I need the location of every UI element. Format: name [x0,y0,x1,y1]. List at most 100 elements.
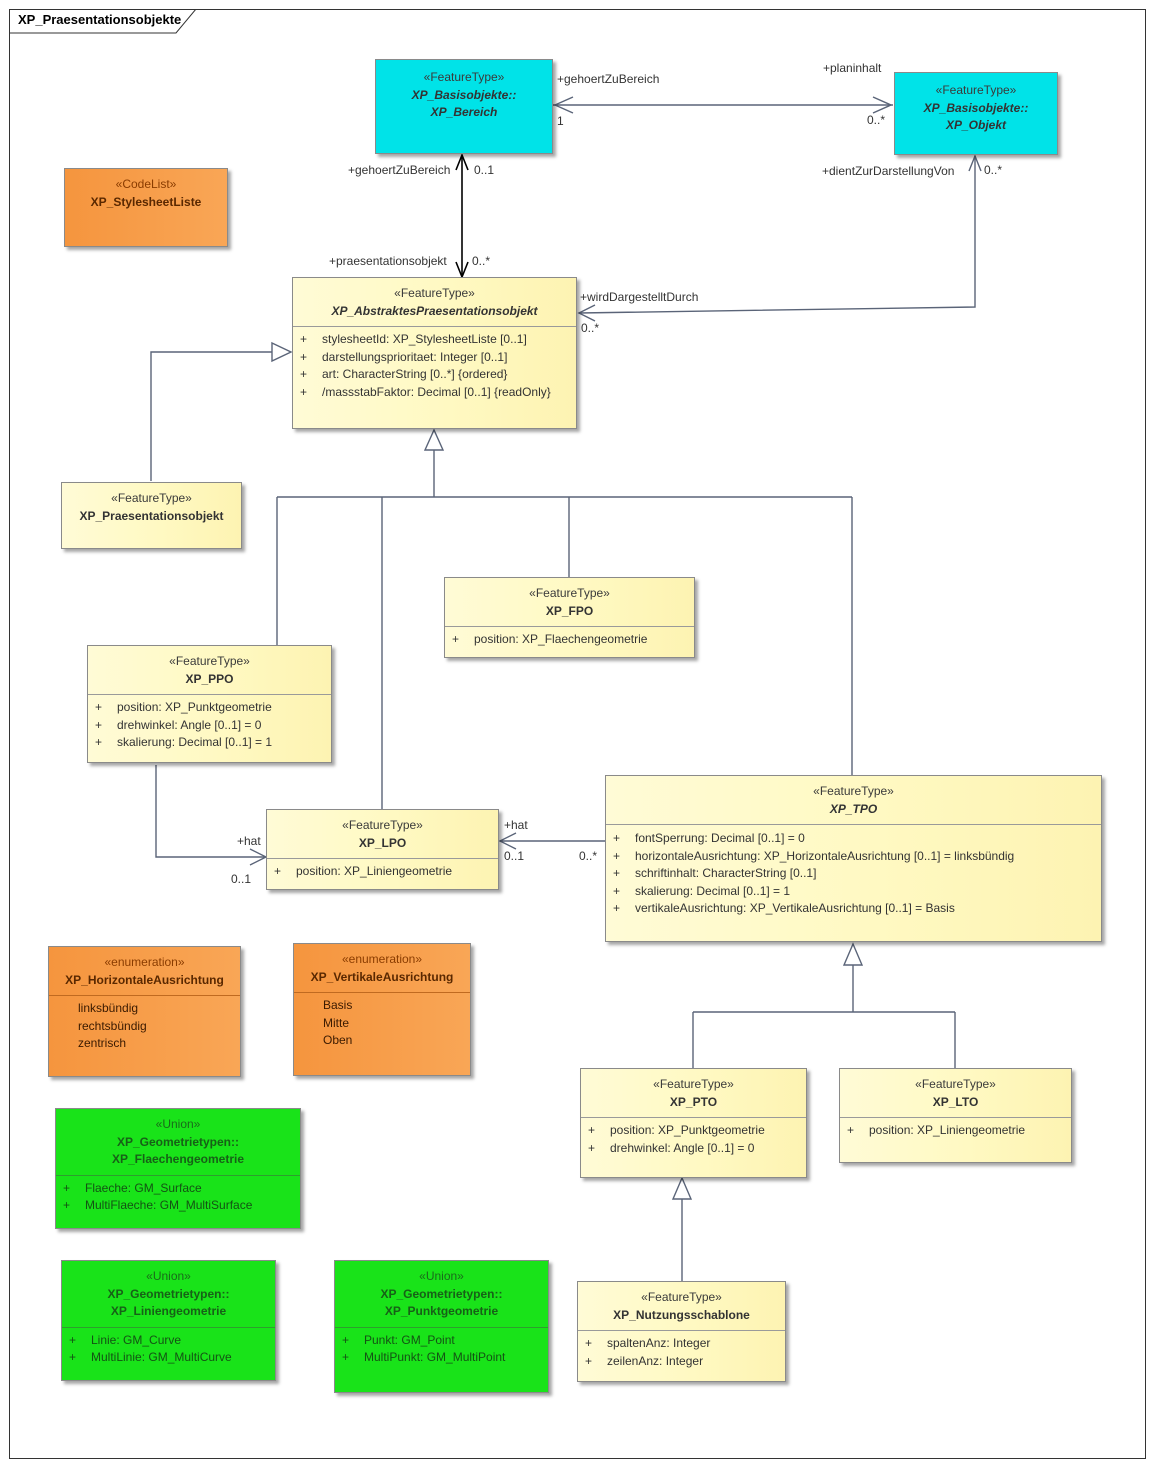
enum-xp-horizontaleausrichtung[interactable]: «enumeration» XP_HorizontaleAusrichtung … [48,946,241,1077]
enum-literal: linksbündig [78,1001,139,1015]
role-praesentationsobjekt: +praesentationsobjekt [329,254,447,268]
mult-praesentationsobjekt: 0..* [472,254,491,268]
class-xp-bereich[interactable]: «FeatureType» XP_Basisobjekte:: XP_Berei… [375,59,553,154]
attribute-row: +position: XP_Punktgeometrie [95,700,272,714]
class-name-2: XP_Objekt [945,118,1007,132]
union-xp-flaechengeometrie[interactable]: «Union» XP_Geometrietypen:: XP_Flaecheng… [55,1108,301,1229]
class-name-2: XP_Flaechengeometrie [111,1152,245,1166]
assoc-objekt-abstrakt [578,156,976,314]
class-name-2: XP_Bereich [430,105,498,119]
attribute-list: +fontSperrung: Decimal [0..1] = 0 +horiz… [606,824,1101,922]
gen-pto-triangle [671,1176,693,1200]
mult-ppo-hat: 0..1 [231,872,252,886]
attribute-row: +MultiLinie: GM_MultiCurve [69,1350,232,1364]
mult-tpo-side: 0..* [579,849,598,863]
stereotype: «FeatureType» [394,286,475,300]
class-xp-pto[interactable]: «FeatureType» XP_PTO +position: XP_Punkt… [580,1068,807,1178]
assoc-objekt-arrowhead [872,96,893,114]
attribute-row: +position: XP_Liniengeometrie [274,864,453,878]
stereotype: «FeatureType» [915,1077,996,1091]
class-name: XP_Nutzungsschablone [613,1307,750,1322]
mult-bereich: 1 [557,114,564,128]
stereotype: «FeatureType» [935,83,1017,97]
attribute-row: +darstellungsprioritaet: Integer [0..1] [300,349,508,364]
gen-praes-abstrakt [150,351,272,481]
attribute-list: +position: XP_Punktgeometrie +drehwinkel… [581,1117,806,1161]
class-xp-praesentationsobjekt[interactable]: «FeatureType» XP_Praesentationsobjekt [61,482,242,549]
class-xp-ppo[interactable]: «FeatureType» XP_PPO +position: XP_Punkt… [87,645,332,763]
stereotype: «FeatureType» [111,491,192,505]
role-ppo-hat: +hat [237,834,261,848]
attribute-row: +stylesheetId: XP_StylesheetListe [0..1] [300,332,527,346]
enum-literal: rechtsbündig [78,1018,147,1033]
stereotype: «FeatureType» [342,818,423,832]
enum-literal: Oben [323,1033,353,1047]
class-name-2: XP_Liniengeometrie [110,1304,227,1318]
attribute-row: +drehwinkel: Angle [0..1] = 0 [95,717,262,732]
attribute-row: +vertikaleAusrichtung: XP_VertikaleAusri… [613,901,955,915]
stereotype: «Union» [155,1117,201,1131]
class-name: XP_StylesheetListe [90,194,202,209]
attribute-row: +skalierung: Decimal [0..1] = 1 [95,735,273,749]
class-xp-objekt[interactable]: «FeatureType» XP_Basisobjekte:: XP_Objek… [894,72,1058,155]
assoc-bereich-abstrakt-top-arrow [455,152,469,171]
class-xp-lto[interactable]: «FeatureType» XP_LTO +position: XP_Linie… [839,1068,1072,1163]
stereotype: «FeatureType» [169,654,250,668]
stereotype: «FeatureType» [529,586,610,600]
class-xp-abstraktespraesentationsobjekt[interactable]: «FeatureType» XP_AbstraktesPraesentation… [292,277,577,429]
stereotype: «enumeration» [104,955,185,969]
mult-planinhalt: 0..* [867,113,886,127]
attribute-row: +zeilenAnz: Integer [585,1353,704,1368]
class-name: XP_LPO [358,835,407,850]
assoc-tpo-lpo-arrow [498,832,517,850]
attribute-row: +position: XP_Punktgeometrie [588,1123,765,1137]
class-name: XP_Geometrietypen:: [116,1134,240,1149]
mult-dientzurdarstellungvon: 0..* [984,163,1003,177]
class-xp-nutzungsschablone[interactable]: «FeatureType» XP_Nutzungsschablone +spal… [577,1281,786,1382]
attribute-row: +skalierung: Decimal [0..1] = 1 [613,883,791,898]
stereotype: «Union» [146,1269,191,1283]
attribute-list: +stylesheetId: XP_StylesheetListe [0..1]… [293,326,576,405]
union-xp-punktgeometrie[interactable]: «Union» XP_Geometrietypen:: XP_Punktgeom… [334,1260,549,1393]
stereotype: «CodeList» [115,177,177,191]
gen-tpo-triangle [842,942,864,966]
enum-xp-vertikaleausrichtung[interactable]: «enumeration» XP_VertikaleAusrichtung Ba… [293,943,471,1076]
mult-gehoertzubereich: 0..1 [474,163,495,177]
mult-wirddargestelltdurch: 0..* [581,321,600,335]
class-name: XP_VertikaleAusrichtung [310,969,454,984]
assoc-ppo-lpo [155,765,265,858]
enum-literal: Mitte [323,1015,350,1030]
class-xp-lpo[interactable]: «FeatureType» XP_LPO +position: XP_Linie… [266,809,499,890]
class-name: XP_FPO [545,603,594,618]
enum-literal: zentrisch [78,1036,127,1050]
union-xp-liniengeometrie[interactable]: «Union» XP_Geometrietypen:: XP_Liniengeo… [61,1260,276,1381]
attribute-row: +MultiPunkt: GM_MultiPoint [342,1350,506,1364]
literal-list: linksbündig rechtsbündig zentrisch [49,995,240,1057]
assoc-objekt-top-arrow [968,154,982,172]
class-xp-tpo[interactable]: «FeatureType» XP_TPO +fontSperrung: Deci… [605,775,1102,942]
attribute-list: +position: XP_Punktgeometrie +drehwinkel… [88,694,331,756]
attribute-list: +Linie: GM_Curve +MultiLinie: GM_MultiCu… [62,1326,275,1371]
attribute-row: +position: XP_Flaechengeometrie [452,632,648,646]
role-bereich: +gehoertZuBereich [557,72,660,86]
gen-abstrakt-triangle [423,428,445,451]
class-xp-fpo[interactable]: «FeatureType» XP_FPO +position: XP_Flaec… [444,577,695,658]
class-name: XP_Praesentationsobjekt [79,508,224,523]
class-name: XP_TPO [829,801,878,816]
class-name: XP_HorizontaleAusrichtung [65,972,224,987]
mult-tpo-hat: 0..1 [504,849,525,863]
enum-literal: Basis [323,998,353,1012]
attribute-row: +Punkt: GM_Point [342,1332,455,1347]
frame-title: XP_Praesentationsobjekte [18,12,182,27]
attribute-row: +/massstabFaktor: Decimal [0..1] {readOn… [300,384,551,399]
stereotype: «Union» [419,1269,464,1283]
class-name: XP_Basisobjekte:: [923,100,1029,115]
class-name: XP_LTO [932,1094,979,1109]
attribute-row: +fontSperrung: Decimal [0..1] = 0 [613,831,805,845]
class-xp-stylesheetliste[interactable]: «CodeList» XP_StylesheetListe [64,168,228,247]
attribute-list: +Punkt: GM_Point +MultiPunkt: GM_MultiPo… [335,1326,548,1371]
stereotype: «FeatureType» [423,70,505,84]
stereotype: «FeatureType» [641,1290,722,1304]
role-tpo-hat: +hat [504,818,528,832]
